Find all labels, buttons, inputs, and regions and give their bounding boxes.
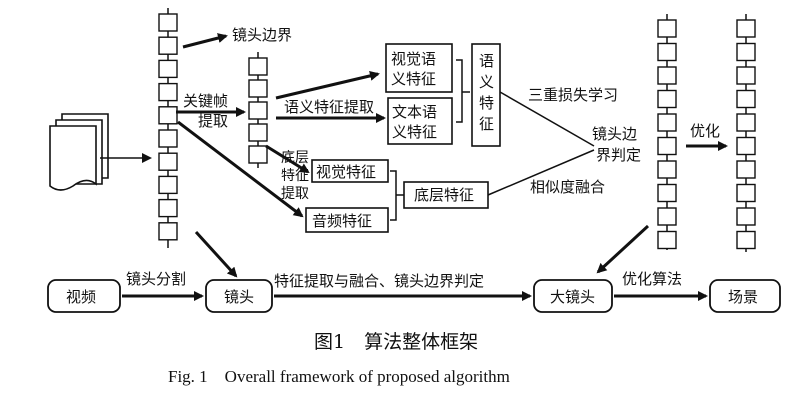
visual-semantic-text: 视觉语 [391,50,436,68]
frame-cell [736,207,756,226]
feat-fusion-label: 特征提取与融合、镜头边界判定 [274,272,484,290]
frame-cell [736,230,756,250]
caption-chinese: 图1 算法整体框架 [314,331,478,353]
frame-cell [158,152,178,171]
bigshot-node-text: 大镜头 [550,288,595,306]
frame-cell [158,82,178,102]
to-visual-semantic-arrow [275,70,380,100]
strip-to-shot-arrow [194,230,238,278]
semantic-feature-char: 义 [479,73,494,91]
frame-cell [657,113,677,132]
low-feature-box [403,181,489,209]
semantic-bracket [456,59,470,123]
visual-feature-box [311,159,389,183]
frame-cell [736,66,756,85]
frame-cell [657,207,677,226]
scene-strip [736,14,756,252]
low-to-judge-line [487,149,595,196]
frame-cell [158,222,178,241]
to-visual-feature-arrow [265,144,310,174]
audio-feature-box [305,207,389,233]
triple-loss-label: 三重损失学习 [528,86,618,104]
frame-cell [158,36,178,55]
frame-cell [657,183,677,203]
frame-cell [736,183,756,203]
low-feature-text: 底层特征 [414,186,474,204]
to-audio-feature-arrow [177,120,304,218]
boundary-judge-label-2: 界判定 [596,146,641,164]
frame-cell [248,79,268,98]
frame-cell [736,113,756,132]
visual-feature-text: 视觉特征 [316,163,376,181]
shot-boundary-arrow [182,33,228,49]
keyframe-strip [248,52,268,168]
low-feature-bracket [390,170,404,221]
semantic-to-judge-line [499,91,595,147]
frame-cell [657,89,677,109]
semantic-feature-box [471,43,501,147]
text-semantic-box [387,97,453,145]
semantic-feature-char: 语 [479,52,494,70]
frame-cell [158,106,178,125]
keyframe-extract-label: 关键帧 [183,92,228,110]
low-extract-label-3: 提取 [281,186,309,202]
video-frame-strip [158,8,178,248]
shot-seg-label: 镜头分割 [126,270,186,288]
frame-cell [158,13,178,32]
semantic-extract-label: 语义特征提取 [284,98,374,116]
opt-algo-label: 优化算法 [622,270,682,288]
semantic-feature-char: 征 [479,115,494,133]
similarity-fusion-label: 相似度融合 [530,178,605,196]
frame-cell [736,160,756,179]
frame-cell [158,129,178,148]
frame-cell [158,175,178,195]
frame-cell [248,145,268,164]
visual-semantic-box [385,43,453,93]
frame-cell [736,42,756,62]
frame-cell [657,66,677,85]
frame-cell [248,57,268,76]
shot-node-text: 镜头 [224,288,254,306]
frame-cell [736,136,756,156]
frame-cell [736,19,756,38]
frame-cell [158,59,178,79]
document-stack-icon [49,113,109,191]
audio-feature-text: 音频特征 [312,212,372,230]
frame-cell [248,123,268,142]
frame-cell [158,198,178,218]
visual-semantic-text-2: 义特征 [391,70,436,88]
frame-cell [657,42,677,62]
low-extract-label: 底层 [281,150,309,166]
video-node [47,279,121,313]
judge-to-bigshot-arrow [596,224,650,274]
frame-cell [736,89,756,109]
caption-english: Fig. 1 Overall framework of proposed alg… [168,367,510,386]
video-node-text: 视频 [66,288,96,306]
shot-boundary-label: 镜头边界 [232,26,292,44]
text-semantic-text-2: 义特征 [392,123,437,141]
scene-node-text: 场景 [728,288,758,306]
keyframe-extract-label-2: 提取 [198,112,228,130]
text-semantic-text: 文本语 [392,103,437,121]
boundary-judge-label: 镜头边 [592,125,637,143]
optimize-label: 优化 [690,122,720,140]
frame-cell [248,101,268,120]
frame-cell [657,160,677,179]
bigshot-node [533,279,613,313]
frame-cell [657,136,677,156]
frame-cell [657,19,677,38]
semantic-feature-char: 特 [479,94,494,112]
shot-node [205,279,273,313]
shot-boundary-strip [657,14,677,250]
frame-cell [657,230,677,250]
scene-node [709,279,781,313]
